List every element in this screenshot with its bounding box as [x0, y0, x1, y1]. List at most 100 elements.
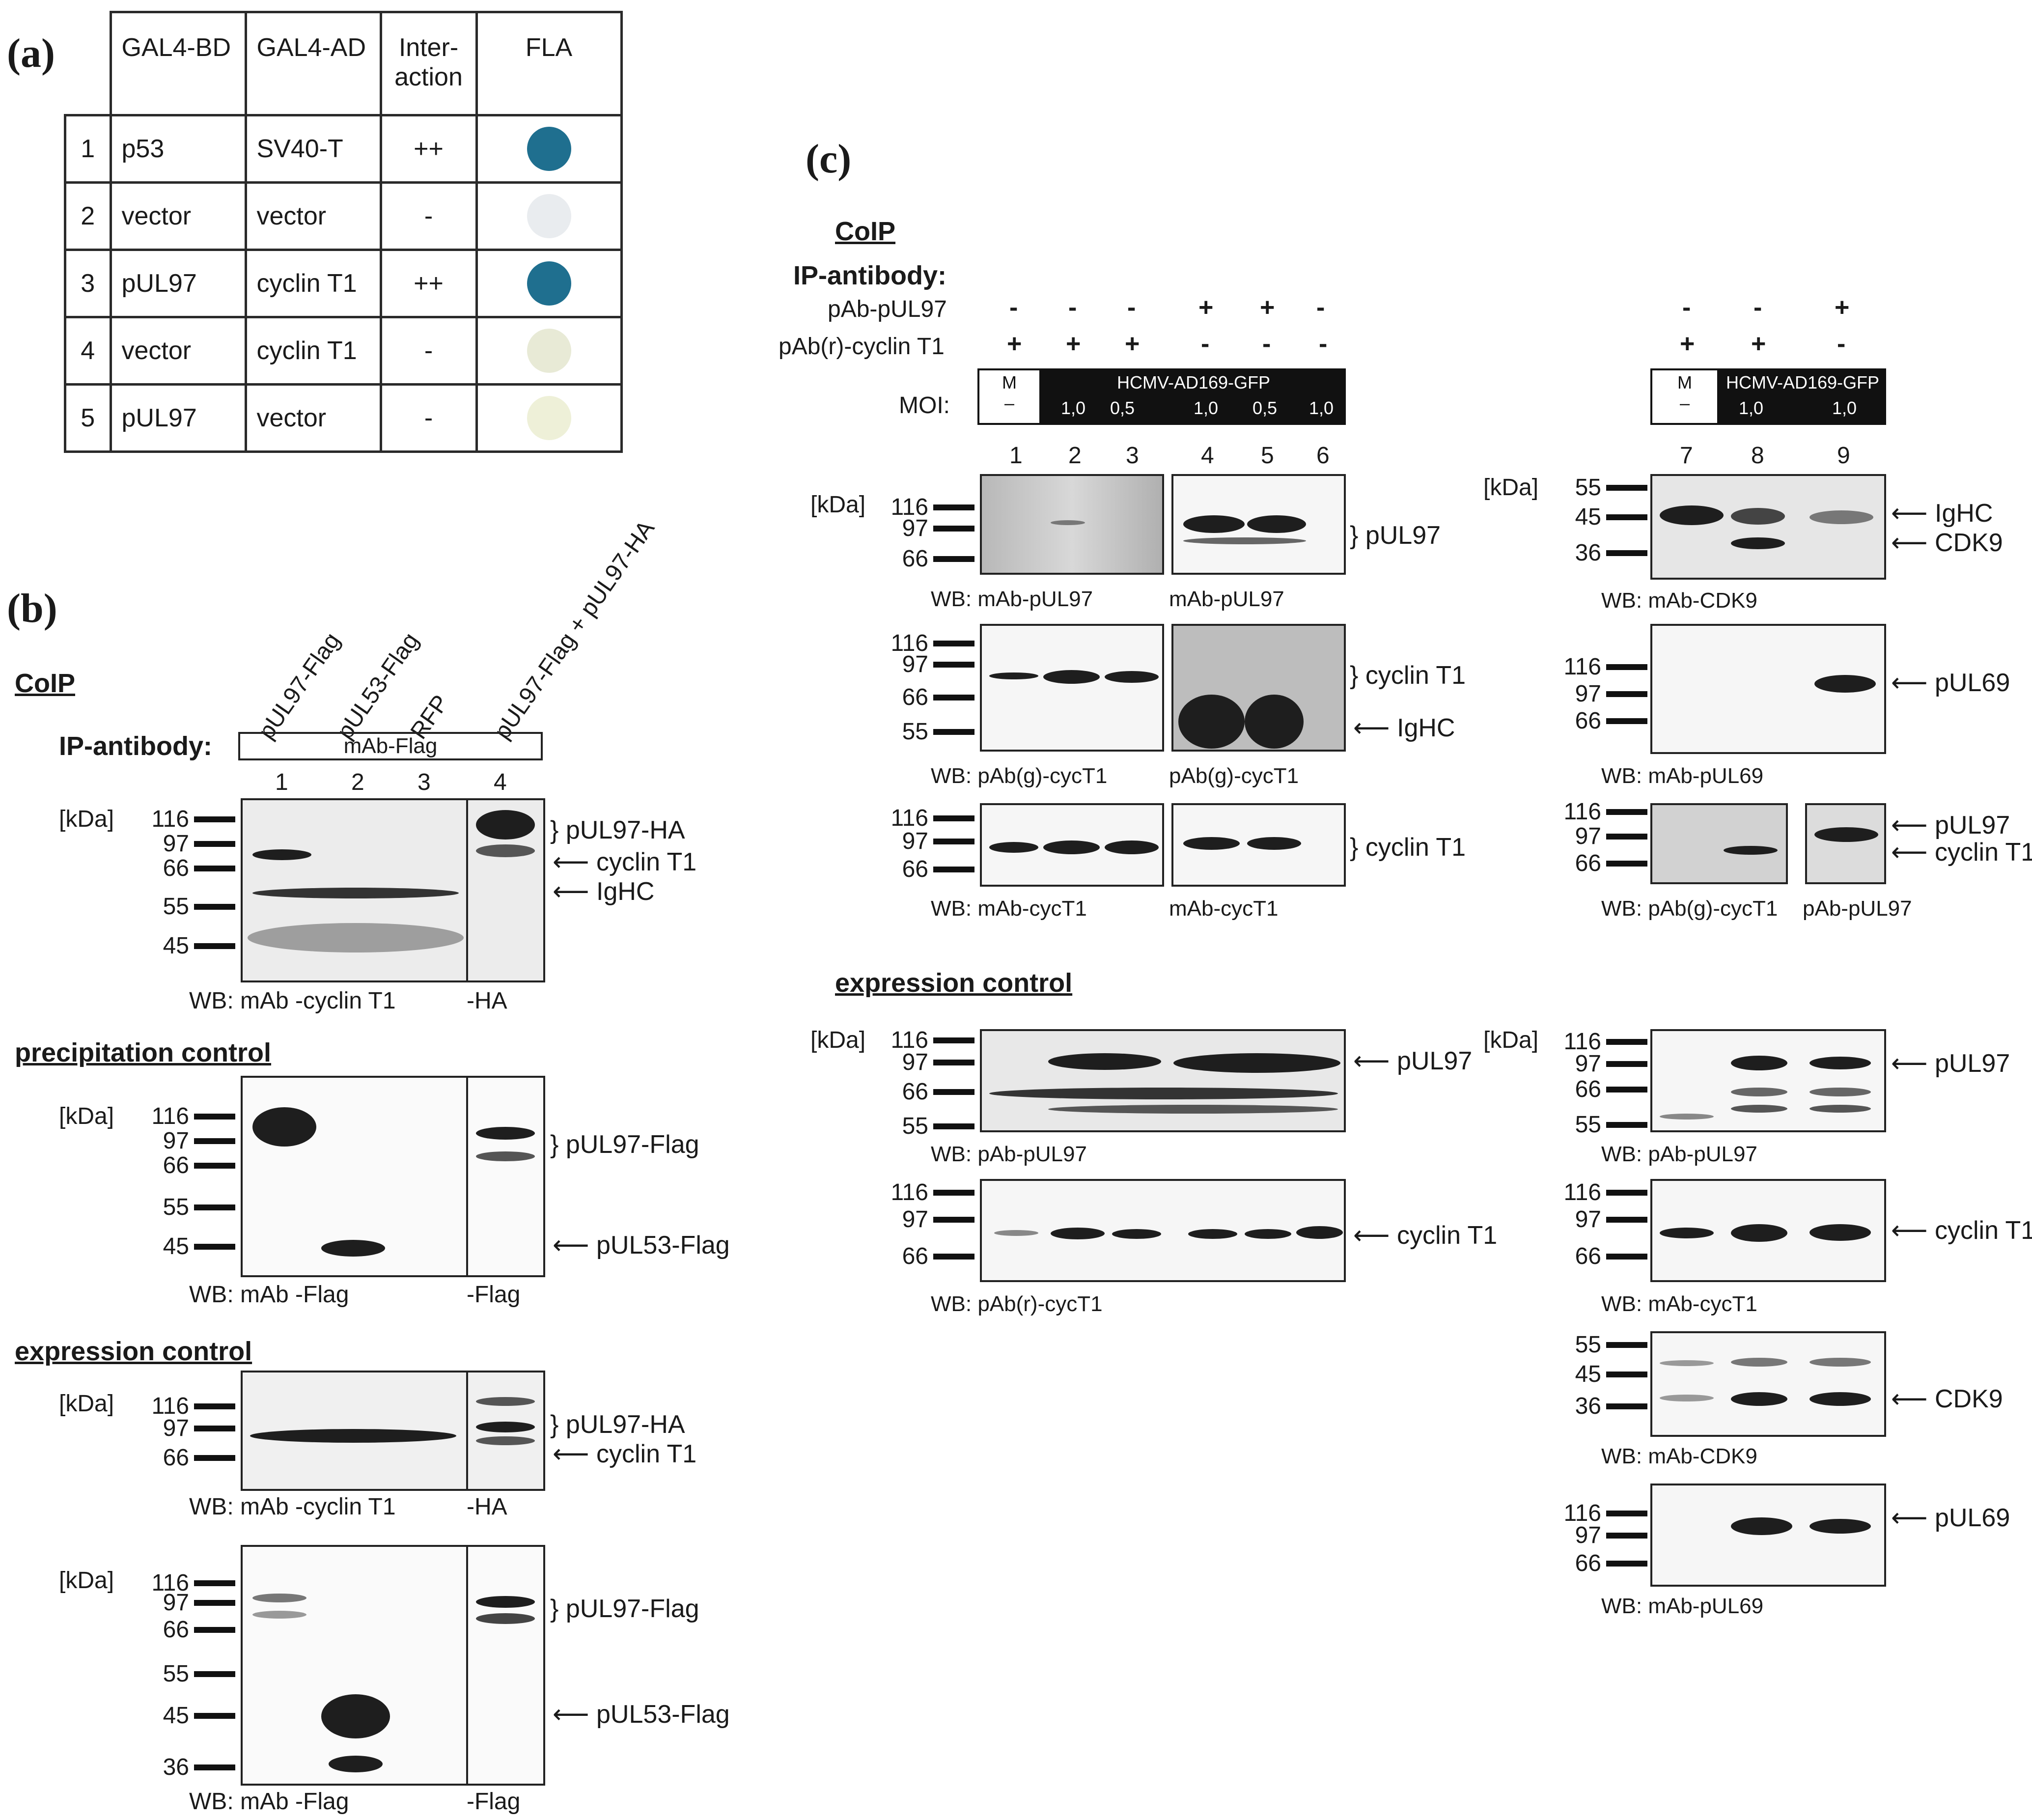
band-label: cyclin T1	[1935, 1216, 2032, 1245]
arrow-label: ⟵ IgHC	[553, 877, 655, 906]
marker-bar	[1606, 550, 1647, 556]
marker-bar	[1606, 1254, 1647, 1260]
arrow-label: ⟵ cyclin T1	[553, 848, 697, 876]
band	[321, 1240, 385, 1257]
western-blot	[1650, 1484, 1886, 1587]
band	[1809, 1105, 1871, 1113]
lane-header-4: pUL97-Flag + pUL97-HA	[489, 516, 660, 744]
wb-label: WB: pAb(r)-cycT1	[931, 1292, 1103, 1316]
ip-sign: -	[1068, 293, 1077, 322]
marker-bar	[933, 867, 974, 872]
band-label: cyclin T1	[1365, 833, 1466, 862]
band-label: pUL97	[1365, 521, 1441, 550]
western-blot	[1171, 624, 1346, 752]
mw-marker: 116	[891, 805, 928, 831]
arrow-label: ⟵ CDK9	[1891, 1385, 2003, 1413]
kda-label: [kDa]	[59, 1391, 114, 1417]
wb-label: -HA	[467, 1494, 507, 1520]
fla-colony	[527, 194, 571, 238]
band-label: cyclin T1	[596, 1440, 697, 1468]
band-label: IgHC	[1397, 714, 1455, 742]
virus-header: HCMV-AD169-GFP 1,0 1,0	[1719, 368, 1886, 425]
mw-marker: 55	[163, 1194, 189, 1220]
band	[989, 672, 1038, 679]
band-label: pUL97	[1935, 1049, 2010, 1078]
band	[321, 1694, 390, 1738]
marker-bar	[194, 1244, 235, 1250]
marker-bar	[933, 695, 974, 700]
western-blot	[1650, 803, 1788, 884]
marker-bar	[1606, 514, 1647, 520]
mw-marker: 45	[1575, 504, 1601, 530]
row-bd: vector	[109, 181, 247, 251]
expression-control-title-b: expression control	[15, 1337, 252, 1366]
bracket-label: } cyclin T1	[1350, 833, 1466, 862]
ip-sign: -	[1009, 293, 1018, 322]
marker-bar	[933, 1060, 974, 1065]
arrow-label: ⟵ cyclin T1	[1353, 1221, 1498, 1250]
band-label: pUL53-Flag	[596, 1700, 730, 1729]
band	[994, 1230, 1038, 1236]
band	[1809, 510, 1873, 524]
ip-sign: -	[1201, 330, 1210, 358]
lane-number: 5	[1261, 443, 1274, 469]
row-interaction: -	[379, 316, 478, 386]
western-blot	[980, 803, 1164, 887]
panel-c-ip-label: IP-antibody:	[793, 261, 946, 290]
marker-bar	[194, 1114, 235, 1120]
western-blot	[1650, 1331, 1886, 1437]
arrow-label: ⟵ pUL69	[1891, 669, 2010, 697]
table-header-row: GAL4-BD GAL4-AD Inter- action FLA	[65, 11, 623, 116]
row-number: 3	[64, 249, 112, 318]
mock-label: M	[1002, 372, 1017, 392]
bracket-label: } pUL97-HA	[550, 1410, 685, 1439]
marker-bar	[1606, 1122, 1647, 1128]
mw-marker: 97	[163, 1128, 189, 1154]
table-row: 1 p53 SV40-T ++	[64, 114, 623, 184]
yeast-two-hybrid-table: GAL4-BD GAL4-AD Inter- action FLA 1 p53 …	[64, 11, 623, 453]
band	[989, 842, 1038, 853]
band-label: pUL97-HA	[565, 816, 685, 844]
lane-number: 1	[275, 769, 288, 795]
band	[476, 1613, 535, 1624]
mw-marker: 116	[1563, 1029, 1601, 1055]
mw-marker: 116	[151, 1103, 189, 1129]
table-row: 4 vector cyclin T1 -	[64, 316, 623, 386]
mw-marker: 116	[151, 1393, 189, 1419]
band	[1105, 840, 1159, 854]
ip-sign: -	[1316, 293, 1325, 322]
bracket-label: } pUL97-Flag	[550, 1595, 699, 1623]
ip-sign: -	[1262, 330, 1271, 358]
arrow-label: ⟵ pUL97	[1891, 1049, 2010, 1078]
moi-value: 1,0	[1194, 398, 1219, 418]
virus-header: HCMV-AD169-GFP 1,0 0,5 1,0 0,5 1,0	[1041, 368, 1346, 425]
band	[476, 1596, 535, 1608]
band	[1048, 1053, 1161, 1070]
wb-label: mAb-cycT1	[1169, 896, 1279, 921]
marker-bar	[1606, 1403, 1647, 1409]
band	[1809, 1358, 1871, 1367]
marker-bar	[194, 1600, 235, 1606]
band	[476, 1127, 535, 1140]
panel-b-ip-label: IP-antibody:	[59, 731, 212, 761]
band-label: CDK9	[1935, 1385, 2003, 1413]
western-blot	[241, 798, 545, 982]
marker-bar	[933, 839, 974, 844]
mw-marker: 66	[902, 684, 928, 710]
ip-sign: +	[1198, 293, 1214, 322]
marker-bar	[194, 1403, 235, 1409]
western-blot	[1650, 624, 1886, 754]
western-blot	[980, 1029, 1346, 1132]
band	[1809, 1519, 1871, 1534]
virus-label: HCMV-AD169-GFP	[1726, 372, 1880, 392]
marker-bar	[194, 1204, 235, 1210]
marker-bar	[1606, 1087, 1647, 1092]
fla-colony	[527, 329, 571, 373]
mw-marker: 116	[891, 1027, 928, 1053]
mw-marker: 116	[151, 1570, 189, 1596]
arrow-label: ⟵ cyclin T1	[1891, 838, 2032, 867]
marker-bar	[1606, 1511, 1647, 1516]
marker-bar	[194, 1163, 235, 1169]
band	[1660, 505, 1724, 525]
moi-value: 0,5	[1110, 398, 1135, 418]
